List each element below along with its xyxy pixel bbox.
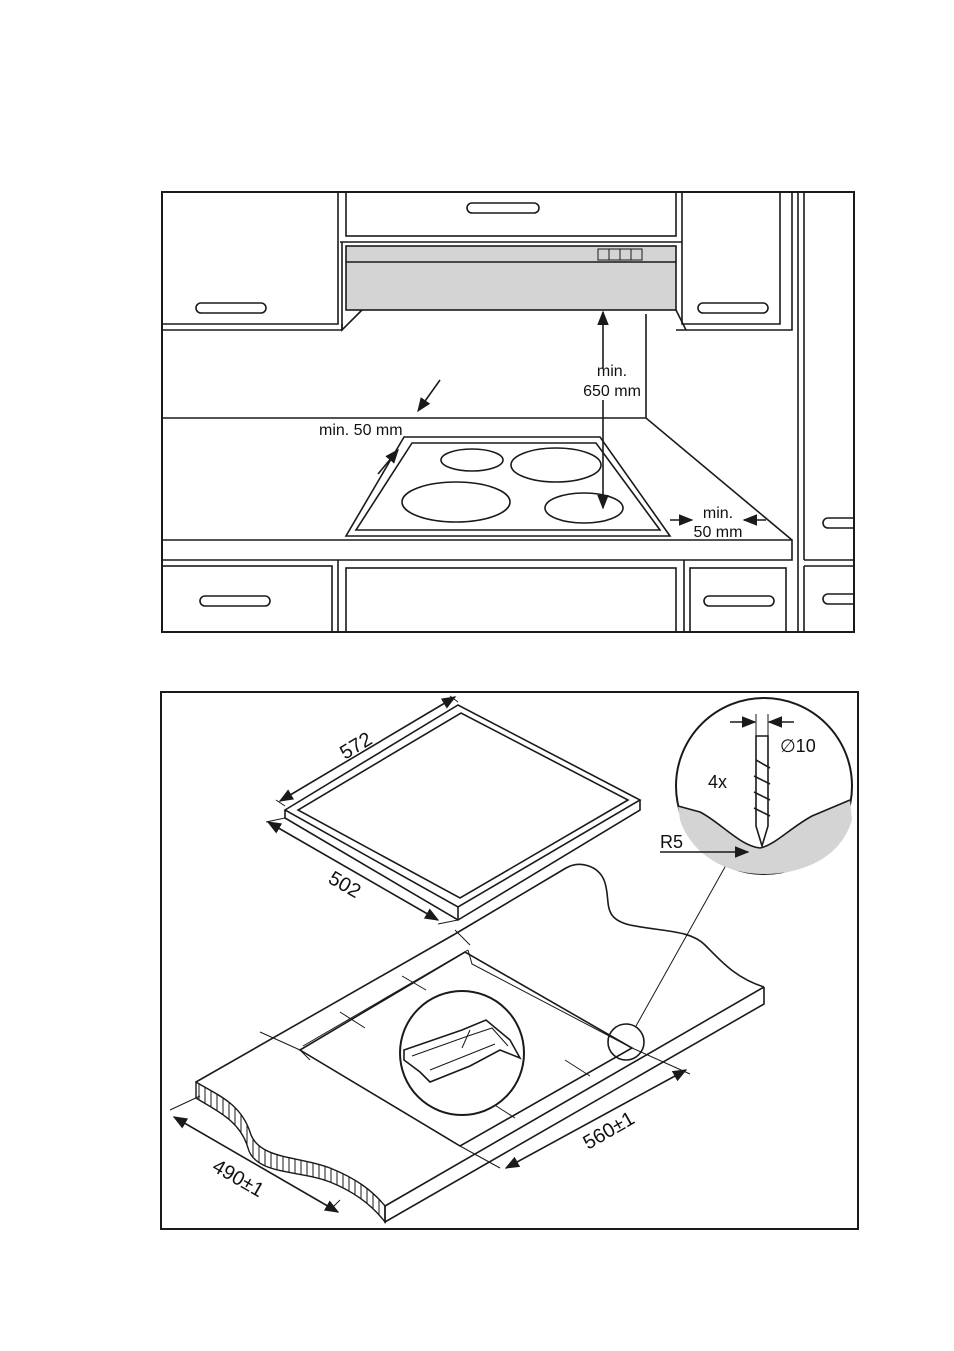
hob-depth-label: 502 [325,867,365,903]
tall-right-cabinet [798,192,854,632]
clip-detail [400,991,524,1115]
side-clearance-label: 50 mm [694,524,743,541]
cabinet-handle [200,596,270,606]
cooking-zone [511,448,601,482]
cabinet-handle [698,303,768,313]
cabinet-handle [467,203,539,213]
extractor-hood [342,242,686,330]
figure-kitchen-clearances: min. 650 mm min. 50 mm min. 50 mm [162,192,854,648]
cutout-width-label: 560±1 [580,1108,639,1155]
cabinet-handle [196,303,266,313]
cabinet-handle [704,596,774,606]
side-clearance-label: min. [703,505,733,522]
hob [346,437,670,536]
rear-clearance-label: min. 50 mm [319,422,403,439]
figure-cutout-dimensions: 572 502 [161,692,858,1229]
clearance-arrows [378,312,766,520]
lower-cabinets [162,560,786,648]
hood-clearance-label: min. [597,363,627,380]
cooking-zone [545,493,623,523]
corner-radius-label: R5 [660,832,683,852]
drill-diameter-label: ∅10 [780,736,816,756]
upper-left-cabinet [162,192,342,330]
hood-clearance-label: 650 mm [583,383,641,400]
drill-count-label: 4x [708,772,727,792]
cooking-zone [402,482,510,522]
upper-middle-cabinet [340,192,682,242]
upper-right-cabinet [676,192,792,330]
cooking-zone [441,449,503,471]
